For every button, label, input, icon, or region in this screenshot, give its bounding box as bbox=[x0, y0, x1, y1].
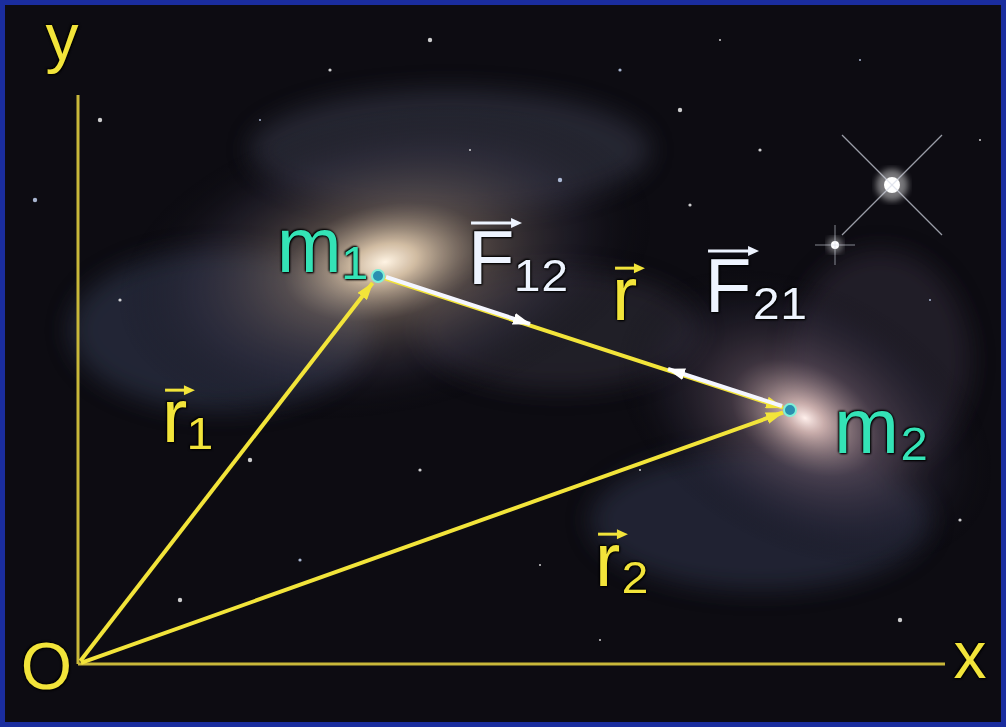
origin-label: O bbox=[21, 633, 72, 699]
vector-label: r bbox=[612, 256, 637, 332]
force-label: F₁₂ bbox=[468, 220, 570, 296]
star-spike bbox=[842, 135, 942, 235]
star bbox=[979, 139, 981, 141]
star-field bbox=[33, 38, 981, 641]
x-axis bbox=[78, 663, 945, 666]
frame bbox=[3, 3, 1004, 725]
star bbox=[898, 618, 902, 622]
star bbox=[558, 178, 562, 182]
star bbox=[248, 458, 252, 462]
star bbox=[719, 39, 721, 41]
bright-star bbox=[815, 135, 942, 265]
vector-label: r₂ bbox=[595, 522, 650, 598]
force-arrow bbox=[668, 369, 782, 406]
position-vector bbox=[80, 283, 372, 661]
origin-point: O bbox=[75, 661, 81, 667]
star bbox=[539, 564, 541, 566]
star bbox=[859, 59, 861, 61]
axis-label: x bbox=[954, 622, 987, 688]
star bbox=[428, 38, 432, 42]
mass-point: m₂ bbox=[783, 403, 797, 417]
star bbox=[33, 198, 37, 202]
star bbox=[618, 68, 621, 71]
star bbox=[929, 299, 931, 301]
mass-point: m₁ bbox=[371, 269, 385, 283]
y-axis bbox=[77, 95, 80, 664]
force-label: F₂₁ bbox=[705, 248, 807, 324]
star-spike bbox=[835, 225, 836, 265]
star bbox=[178, 598, 182, 602]
mass-label: m₂ bbox=[834, 387, 929, 465]
star-spike bbox=[842, 135, 942, 235]
star bbox=[958, 518, 961, 521]
axis-label: y bbox=[46, 4, 79, 70]
star bbox=[758, 148, 761, 151]
star bbox=[118, 298, 121, 301]
star bbox=[418, 468, 421, 471]
star bbox=[688, 203, 691, 206]
star bbox=[298, 558, 301, 561]
star bbox=[98, 118, 102, 122]
star bbox=[259, 119, 261, 121]
star bbox=[599, 639, 601, 641]
galaxy bbox=[567, 209, 1006, 626]
star bbox=[469, 149, 471, 151]
galaxy bbox=[90, 59, 681, 465]
vector-label: r₁ bbox=[162, 378, 213, 454]
star bbox=[328, 68, 331, 71]
star bbox=[678, 108, 682, 112]
mass-label: m₁ bbox=[277, 206, 368, 284]
star bbox=[639, 469, 641, 471]
